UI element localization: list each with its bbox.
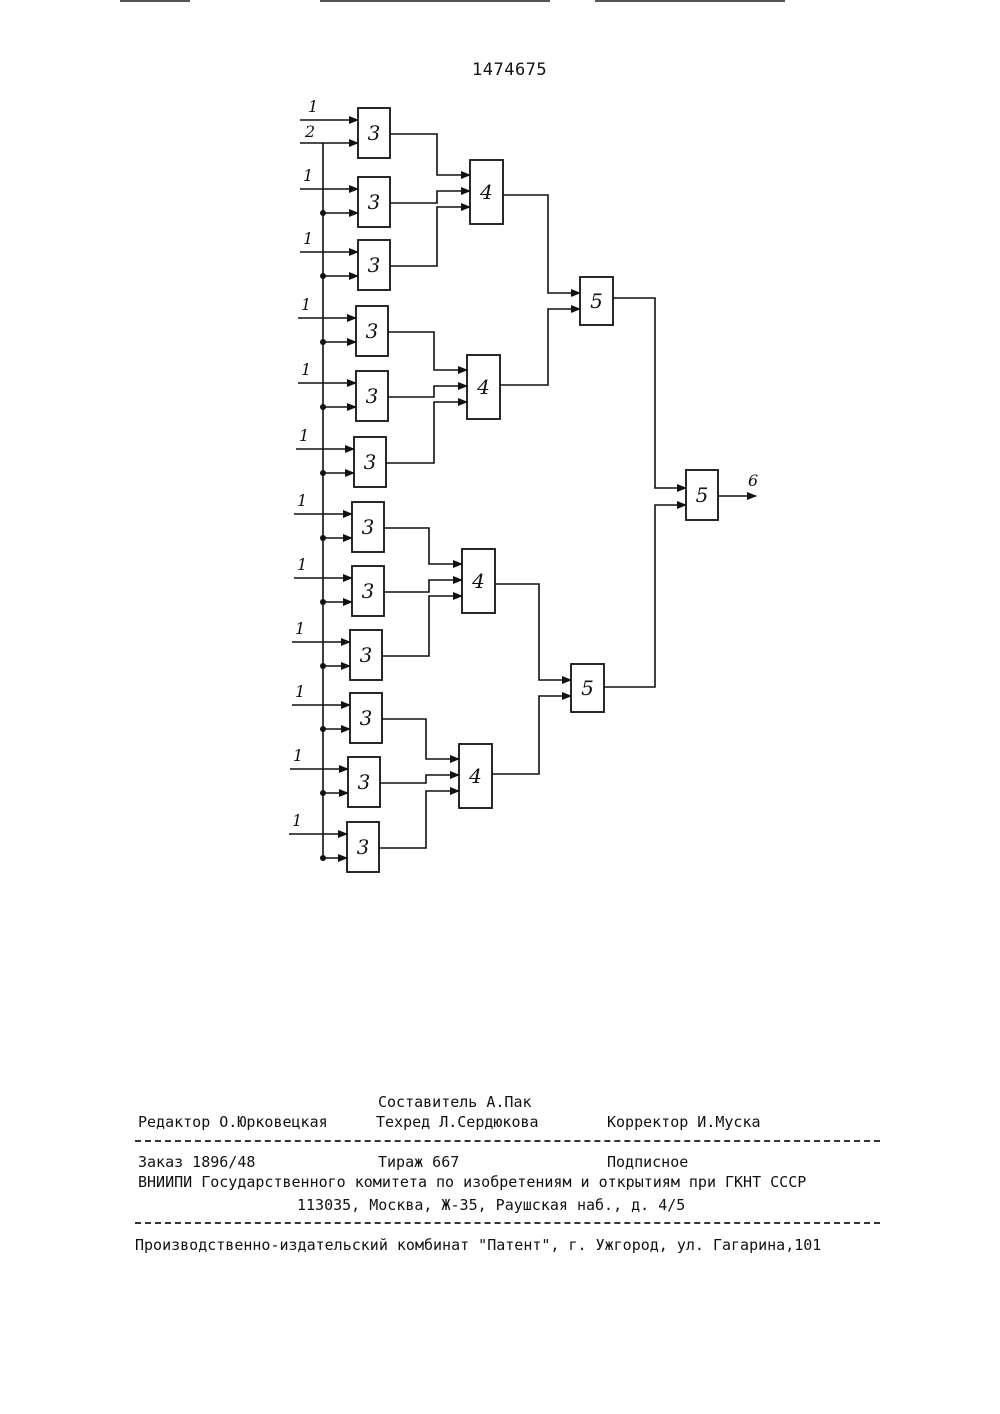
svg-text:3: 3 [368,121,381,145]
svg-text:3: 3 [358,770,371,794]
svg-text:3: 3 [366,319,379,343]
svg-text:5: 5 [590,289,603,313]
svg-text:3: 3 [366,384,379,408]
address: 113035, Москва, Ж-35, Раушская наб., д. … [297,1196,685,1214]
order: Заказ 1896/48 [138,1153,255,1171]
svg-text:4: 4 [468,764,482,788]
comparator-block-1: 3 [358,108,390,158]
input-label-5: 1 [301,360,311,379]
input-label-12: 1 [292,811,302,830]
junction-dot-5 [320,404,326,410]
junction-dot-6 [320,470,326,476]
comparator-block-5: 3 [356,371,388,421]
footer-divider-2 [135,1222,880,1224]
junction-dot-10 [320,726,326,732]
merger-block-1: 5 [580,277,613,325]
footer-divider-1 [135,1140,880,1142]
plant-line: Производственно-издательский комбинат "П… [135,1236,821,1254]
svg-text:4: 4 [476,375,490,399]
comparator-block-6: 3 [354,437,386,487]
svg-text:3: 3 [368,190,381,214]
link-4-5-2-1 [495,584,571,680]
composer: Составитель А.Пак [378,1093,532,1111]
link-3-4-3-3 [382,596,462,656]
comparator-block-8: 3 [352,566,384,616]
junction-dot-2 [320,210,326,216]
subscription: Подписное [607,1153,688,1171]
block-diagram: 3 3 3 3 3 3 3 3 3 3 3 3 4 4 4 4 5 5 5 2 1 1 1 1 1 1 1 1 1 1 1 1 6 [0,0,1000,900]
junction-dot-7 [320,535,326,541]
link-3-4-4-3 [379,791,459,848]
link-3-4-4-1 [382,719,459,759]
link-3-4-2-1 [388,332,467,370]
link-5-final-2 [604,505,686,687]
svg-text:3: 3 [362,515,375,539]
input-label-4: 1 [301,295,311,314]
input-label-8: 1 [297,555,307,574]
svg-text:3: 3 [360,706,373,730]
svg-text:5: 5 [696,483,709,507]
comparator-block-12: 3 [347,822,379,872]
output-label: 6 [748,471,758,490]
common-input-label: 2 [304,122,315,141]
svg-text:5: 5 [581,676,594,700]
link-3-4-4-2 [380,775,459,783]
corrector: Корректор И.Муска [607,1113,761,1131]
selector-block-4: 4 [459,744,492,808]
input-label-1: 1 [308,97,318,116]
link-4-5-1-2 [500,309,580,385]
svg-text:3: 3 [362,579,375,603]
link-3-4-3-1 [384,528,462,564]
editor: Редактор О.Юрковецкая [138,1113,328,1131]
selector-block-2: 4 [467,355,500,419]
techred: Техред Л.Сердюкова [376,1113,539,1131]
junction-dot-4 [320,339,326,345]
junction-dot-9 [320,663,326,669]
merger-block-2: 5 [571,664,604,712]
junction-dot-12 [320,855,326,861]
selector-block-3: 4 [462,549,495,613]
comparator-block-2: 3 [358,177,390,227]
final-block: 5 [686,470,718,520]
comparator-block-10: 3 [350,693,382,743]
link-5-final-1 [613,298,686,488]
link-3-4-2-2 [388,386,467,397]
svg-text:3: 3 [357,835,370,859]
svg-text:4: 4 [471,569,485,593]
input-label-3: 1 [303,229,313,248]
comparator-block-7: 3 [352,502,384,552]
link-3-4-2-3 [386,402,467,463]
comparator-block-11: 3 [348,757,380,807]
comparator-block-4: 3 [356,306,388,356]
svg-text:3: 3 [364,450,377,474]
input-label-7: 1 [297,491,307,510]
input-label-10: 1 [295,682,305,701]
svg-text:4: 4 [479,180,493,204]
comparator-block-9: 3 [350,630,382,680]
input-label-11: 1 [293,746,303,765]
link-3-4-3-2 [384,580,462,592]
input-label-9: 1 [295,619,305,638]
junction-dot-11 [320,790,326,796]
selector-block-1: 4 [470,160,503,224]
link-4-5-1-1 [503,195,580,293]
link-3-4-1-3 [390,207,470,266]
input-label-2: 1 [303,166,313,185]
svg-text:3: 3 [360,643,373,667]
junction-dot-3 [320,273,326,279]
comparator-block-3: 3 [358,240,390,290]
svg-text:3: 3 [368,253,381,277]
input-label-6: 1 [299,426,309,445]
junction-dot-8 [320,599,326,605]
link-3-4-1-1 [390,134,470,175]
circulation: Тираж 667 [378,1153,459,1171]
link-4-5-2-2 [492,696,571,774]
org-line: ВНИИПИ Государственного комитета по изоб… [138,1173,806,1191]
link-3-4-1-2 [390,191,470,203]
